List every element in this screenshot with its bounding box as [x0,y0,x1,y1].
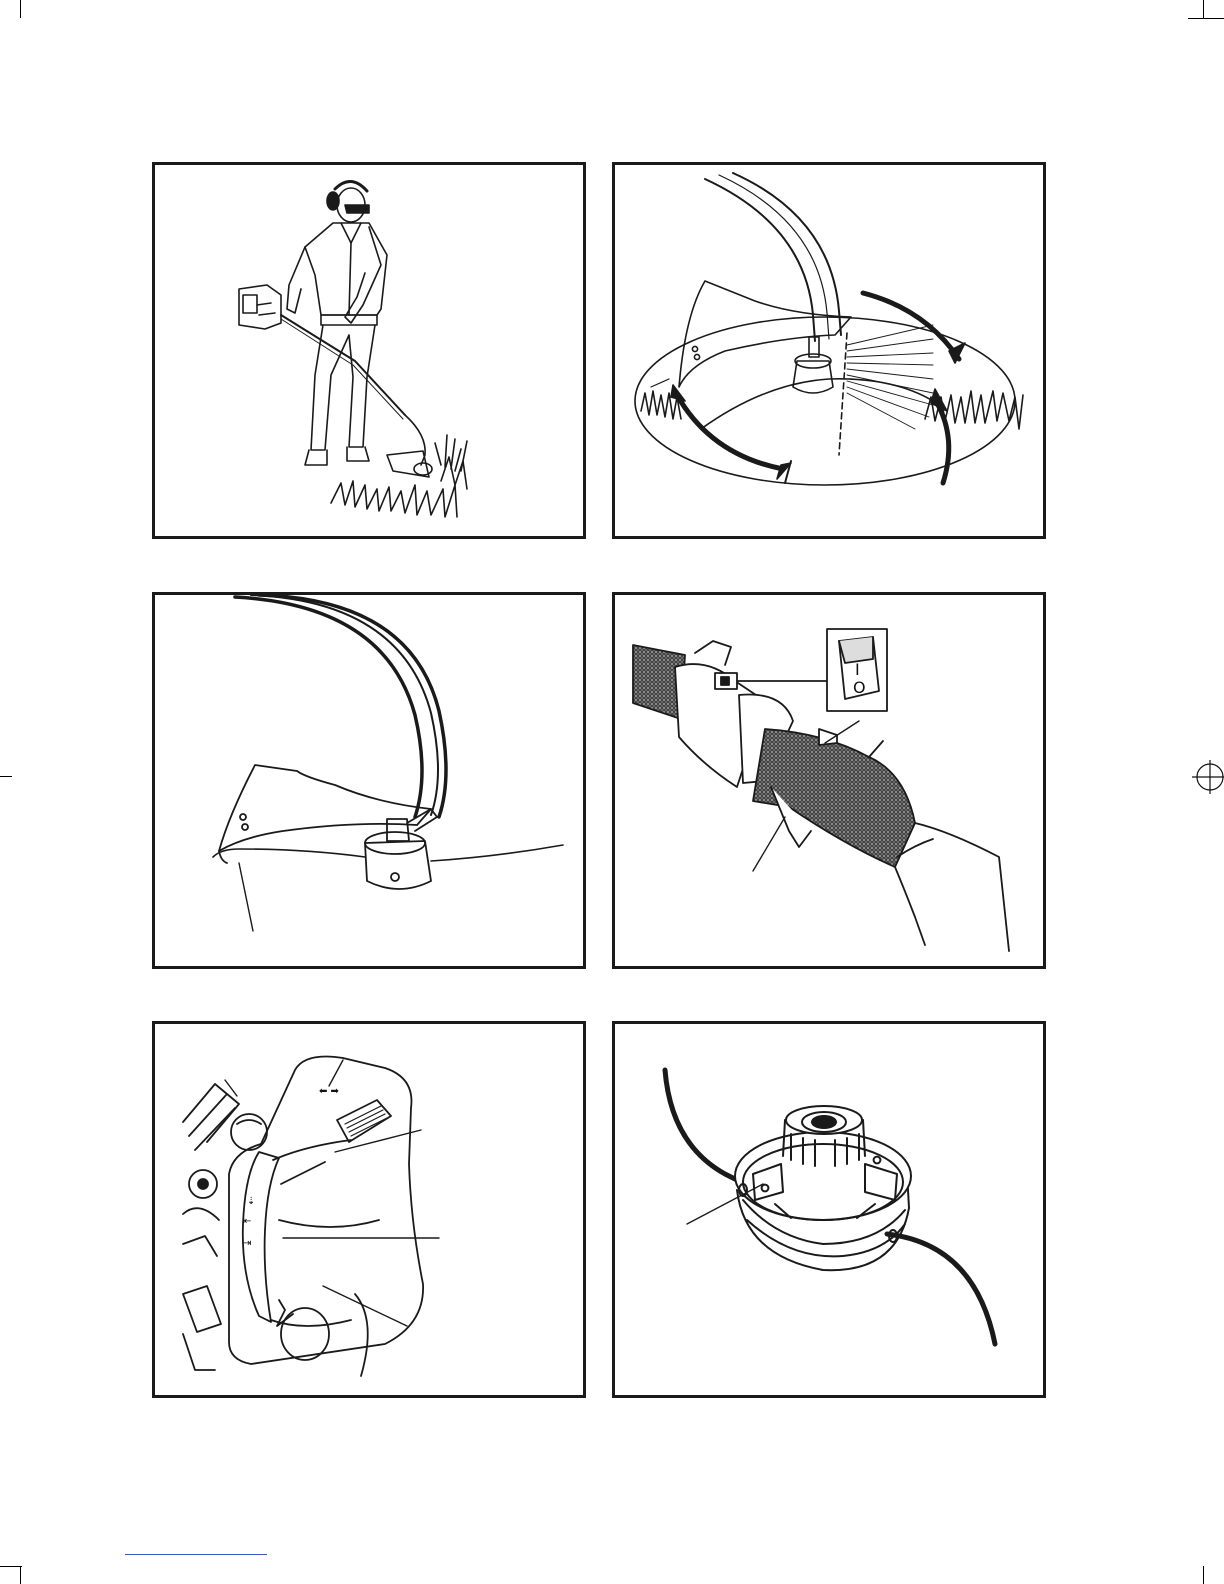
registration-mark [1186,760,1224,794]
crop-mark-top-right-h [1188,18,1224,19]
choke-arrows: ⬅ ➡ [319,1086,340,1097]
svg-text:⇥: ⇥ [243,1238,251,1249]
figure-operator-trimming [152,162,586,539]
figure-bump-head [612,1021,1046,1398]
figure-cutting-direction [612,162,1046,539]
crop-mark-bottom-left-h [0,1566,22,1567]
crop-mark-left-mid [0,776,12,777]
switch-off-label: O [853,678,866,697]
switch-on-label: I [855,660,860,679]
cutting-direction-illustration [615,165,1043,536]
figure-choke-control: ⇣ ⇤ ⇥ ⬅ ➡ [152,1021,586,1398]
choke-illustration: ⇣ ⇤ ⇥ ⬅ ➡ [155,1024,583,1395]
crop-mark-bottom-right [1203,1566,1204,1584]
svg-text:⇣: ⇣ [247,1196,255,1207]
crop-mark-top-right [1203,0,1204,18]
figure-guard-line-cutter [152,592,586,969]
crop-mark-bottom-left [20,1566,21,1584]
svg-text:⇤: ⇤ [243,1216,251,1227]
handle-illustration: I O [615,595,1043,966]
bump-head-illustration [615,1024,1043,1395]
crop-mark-top-left [20,0,21,18]
figure-handle-switch: I O [612,592,1046,969]
guard-illustration [155,595,583,966]
footer-link-rule [125,1554,267,1555]
operator-illustration [155,165,583,536]
